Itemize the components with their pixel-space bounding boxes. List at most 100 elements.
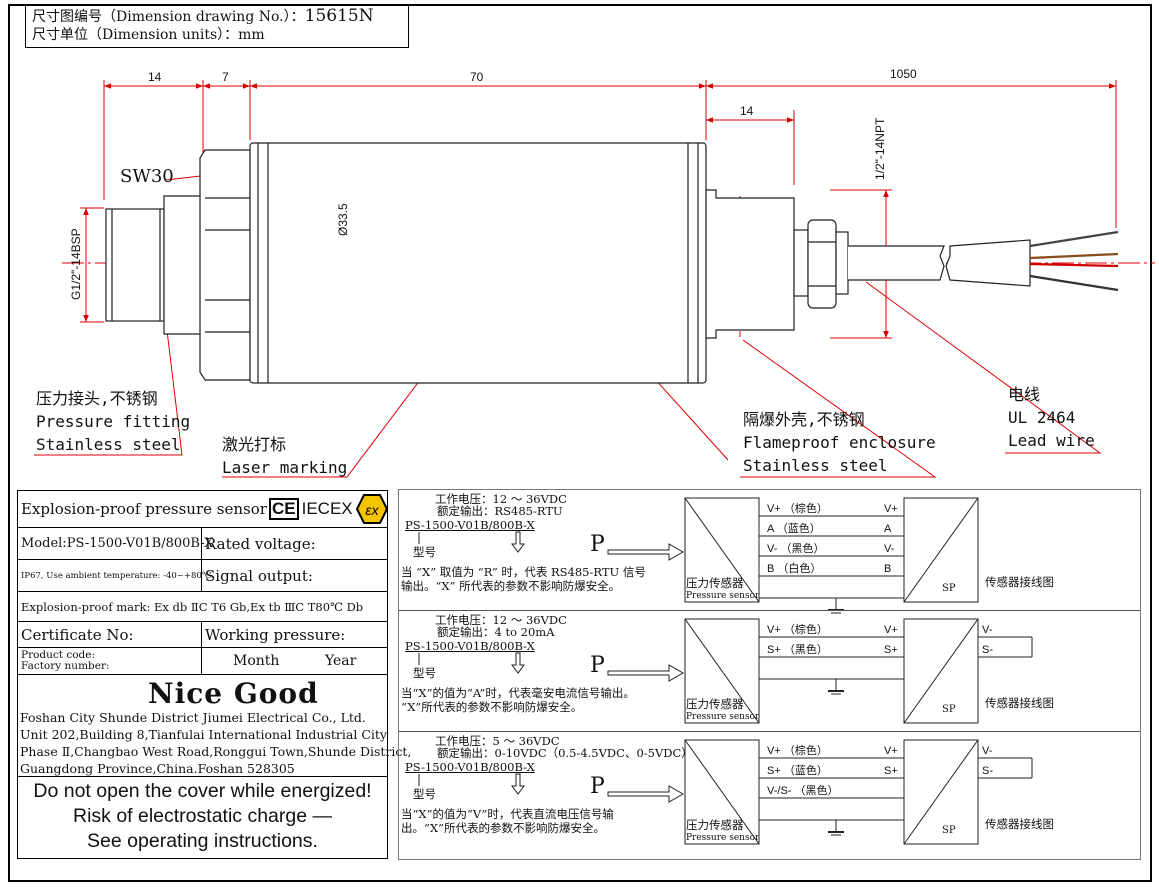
pressure-arrow-icon bbox=[607, 785, 685, 803]
pin-label-right: V- bbox=[884, 543, 895, 555]
pin-label-right: B bbox=[884, 563, 891, 575]
sp-label: SP bbox=[942, 704, 956, 715]
iecex-mark: IECEX bbox=[301, 499, 353, 518]
drawing-frame bbox=[8, 4, 1152, 882]
sensor-label-en: Pressure sensor bbox=[686, 833, 760, 843]
dim-14-left: 14 bbox=[148, 70, 162, 84]
sensor-box-left bbox=[684, 618, 760, 724]
wiring-note-1: 当 “X” 取值为 “R” 时，代表 RS485-RTU 信号 bbox=[401, 565, 646, 579]
sensor-box-right bbox=[903, 739, 979, 845]
pin-label-right: V+ bbox=[884, 745, 898, 757]
sp-label: SP bbox=[942, 825, 956, 836]
wiring-note-2: 输出。“X” 所代表的参数不影响防爆安全。 bbox=[401, 579, 621, 593]
nameplate-row-ip: IP67, Use ambient temperature: -40~+80℃ … bbox=[18, 560, 387, 592]
down-arrow-icon bbox=[511, 652, 525, 674]
down-arrow-icon bbox=[511, 531, 525, 553]
wiring-note-2: 出。“X”所代表的参数不影响防爆安全。 bbox=[401, 821, 605, 835]
pressure-symbol: P bbox=[590, 653, 605, 678]
sensor-box-right bbox=[903, 618, 979, 724]
company-line-1: Foshan City Shunde District Jiumei Elect… bbox=[20, 710, 366, 725]
factory-number-label: Factory number: bbox=[21, 660, 110, 672]
dim-14-right: 14 bbox=[740, 104, 754, 118]
callout-fitting-en2: Stainless steel bbox=[36, 435, 181, 454]
wiring-diagram-label: 传感器接线图 bbox=[985, 575, 1054, 589]
wiring-note-1: 当“X”的值为“A”时，代表毫安电流信号输出。 bbox=[401, 686, 635, 700]
pin-label-left: V- （黑色） bbox=[767, 541, 824, 555]
output-pin-label: S- bbox=[982, 765, 993, 777]
callout-laser-en: Laser marking bbox=[222, 458, 348, 477]
rated-voltage-label: Rated voltage: bbox=[205, 534, 316, 553]
wiring-model: PS-1500-V01B/800B-X bbox=[405, 518, 535, 532]
supply-voltage: 工作电压：12 ～ 36VDC bbox=[435, 613, 567, 627]
output-pin-label: V- bbox=[982, 745, 993, 757]
sensor-label-en: Pressure sensor bbox=[686, 712, 760, 722]
sensor-box-right-diagonal bbox=[903, 739, 979, 845]
wiring-note-1: 当“X”的值为“V”时，代表直流电压信号输 bbox=[401, 807, 614, 821]
product-name: Explosion-proof pressure sensor bbox=[21, 500, 267, 518]
mechanical-drawing: 14 7 70 1050 14 Ø33.5 G1/2"-14BSP 1/2"-1… bbox=[34, 67, 1155, 478]
dim-thread-right: 1/2"-14NPT bbox=[873, 117, 887, 180]
wiring-model: PS-1500-V01B/800B-X bbox=[405, 639, 535, 653]
company-line-4: Guangdong Province,China.Foshan 528305 bbox=[20, 761, 295, 776]
sensor-box-right-diagonal bbox=[903, 618, 979, 724]
callout-wire-cn: 电线 bbox=[1008, 385, 1041, 404]
pin-label-left: S+ （蓝色） bbox=[767, 763, 828, 777]
output-pin-label: V- bbox=[982, 624, 993, 636]
supply-voltage: 工作电压：12 ～ 36VDC bbox=[435, 492, 567, 506]
pin-label-left: V-/S- （黑色） bbox=[767, 783, 839, 797]
company-line-2: Unit 202,Building 8,Tianfulai Internatio… bbox=[20, 727, 387, 742]
supply-voltage: 工作电压：5 ～ 36VDC bbox=[435, 734, 560, 748]
callout-flameproof-enclosure: 隔爆外壳,不锈钢 Flameproof enclosure Stainless … bbox=[743, 408, 936, 477]
pin-label-left: A （蓝色） bbox=[767, 521, 821, 535]
dim-7: 7 bbox=[222, 70, 229, 84]
wiring-schematic-3: V+ （棕色）V+S+ （蓝色）S+V-/S- （黑色）V-S- bbox=[418, 739, 1033, 845]
callout-enclosure-cn: 隔爆外壳,不锈钢 bbox=[743, 410, 865, 429]
sensor-label-cn: 压力传感器 bbox=[686, 818, 744, 832]
sensor-box-left-diagonal bbox=[684, 739, 760, 845]
sensor-label-en: Pressure sensor bbox=[686, 591, 760, 601]
callout-fitting-en1: Pressure fitting bbox=[36, 412, 191, 431]
nameplate-row-ex-mark: Explosion-proof mark: Ex db ⅡC T6 Gb,Ex … bbox=[18, 592, 387, 622]
pin-label-right: V+ bbox=[884, 624, 898, 636]
pin-label-right: S+ bbox=[884, 644, 898, 656]
nameplate-table: Explosion-proof pressure sensor CE IECEX… bbox=[17, 490, 411, 859]
output-pin-label: S- bbox=[982, 644, 993, 656]
nameplate-row-product: Explosion-proof pressure sensor CE IECEX… bbox=[18, 491, 388, 528]
pressure-symbol: P bbox=[590, 532, 605, 557]
dim-70: 70 bbox=[470, 70, 484, 84]
ce-mark-icon: CE bbox=[269, 498, 299, 520]
model-caption: 型号 bbox=[413, 545, 436, 559]
pin-label-left: B （白色） bbox=[767, 561, 821, 575]
working-pressure-label: Working pressure: bbox=[205, 625, 346, 644]
drawing-number-label: 尺寸图编号（Dimension drawing No.）： bbox=[32, 9, 305, 25]
callout-enclosure-en2: Stainless steel bbox=[743, 456, 888, 475]
sensor-box-right bbox=[903, 497, 979, 603]
sensor-box-left-diagonal bbox=[684, 618, 760, 724]
rated-output: 额定输出：0-10VDC（0.5-4.5VDC、0-5VDC） bbox=[437, 746, 693, 760]
model-caption: 型号 bbox=[413, 787, 436, 801]
sensor-label-cn: 压力传感器 bbox=[686, 576, 744, 590]
pressure-symbol: P bbox=[590, 774, 605, 799]
ip-rating-label: IP67, Use ambient temperature: -40~+80℃ bbox=[18, 560, 211, 591]
drawing-number: 15615N bbox=[304, 6, 374, 26]
callout-wire-en2: Lead wire bbox=[1008, 431, 1095, 450]
wiring-schematic-1: V+ （棕色）V+A （蓝色）AV- （黑色）V-B （白色）B bbox=[418, 497, 979, 614]
cert-marks: CE IECEX εx bbox=[266, 491, 388, 527]
dim-diameter: Ø33.5 bbox=[336, 203, 350, 236]
title-block: 尺寸图编号（Dimension drawing No.）：15615N 尺寸单位… bbox=[25, 4, 409, 48]
warning-line-1: Do not open the cover while energized! bbox=[33, 780, 372, 802]
wiring-diagram-label: 传感器接线图 bbox=[985, 817, 1054, 831]
model-caption: 型号 bbox=[413, 666, 436, 680]
pin-label-right: S+ bbox=[884, 765, 898, 777]
callout-wire-en1: UL 2464 bbox=[1008, 408, 1076, 427]
warning-divider bbox=[18, 776, 387, 777]
sensor-box-right-diagonal bbox=[903, 497, 979, 603]
sensor-box-left-diagonal bbox=[684, 497, 760, 603]
certificate-label: Certificate No: bbox=[18, 622, 202, 647]
warning-line-2: Risk of electrostatic charge — bbox=[72, 805, 332, 827]
product-code-label: Product code: bbox=[21, 649, 96, 661]
year-label: Year bbox=[325, 653, 357, 669]
